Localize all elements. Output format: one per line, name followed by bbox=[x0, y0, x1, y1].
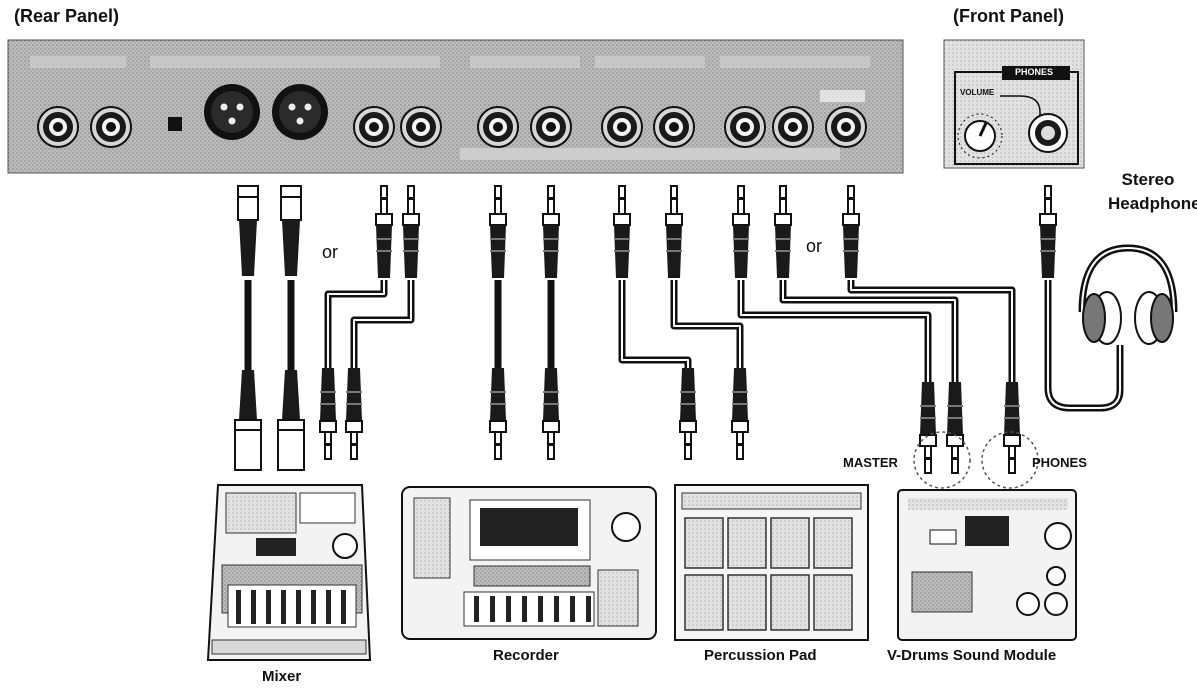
headphones-label: Headphones bbox=[1108, 194, 1197, 213]
volume-knob[interactable] bbox=[957, 113, 1003, 159]
rear-panel bbox=[7, 39, 904, 174]
recorder-label: Recorder bbox=[493, 647, 559, 664]
cable-highlights bbox=[327, 280, 1121, 409]
rear-panel-label: (Rear Panel) bbox=[14, 6, 120, 26]
front-panel bbox=[943, 39, 1085, 169]
master-label: MASTER bbox=[843, 455, 898, 470]
stereo-headphones-label: Stereo Headphones bbox=[1108, 168, 1197, 216]
front-panel-label: (Front Panel) bbox=[953, 6, 1064, 26]
volume-label: VOLUME bbox=[960, 88, 995, 97]
vdrums-label: V-Drums Sound Module bbox=[887, 647, 1057, 664]
stereo-label: Stereo bbox=[1121, 170, 1175, 189]
phones-jack-label: PHONES bbox=[1032, 455, 1087, 470]
top-plugs bbox=[237, 185, 1057, 279]
percussion-pad-label: Percussion Pad bbox=[704, 647, 817, 664]
bottom-plugs bbox=[234, 367, 1021, 474]
master-jack-circle bbox=[913, 431, 971, 489]
headphones-icon bbox=[1078, 244, 1178, 345]
mixer-label: Mixer bbox=[262, 668, 302, 685]
mixer-illustration bbox=[206, 484, 372, 661]
vdrums-module-illustration bbox=[897, 489, 1077, 641]
percussion-pad-illustration bbox=[674, 484, 869, 641]
or-label-left: or bbox=[322, 242, 339, 262]
phones-jack-circle bbox=[981, 431, 1039, 489]
phones-panel-title: PHONES bbox=[1015, 67, 1054, 77]
or-label-right: or bbox=[806, 236, 823, 256]
phones-output-jack[interactable] bbox=[1028, 113, 1068, 153]
recorder-illustration bbox=[401, 486, 657, 640]
